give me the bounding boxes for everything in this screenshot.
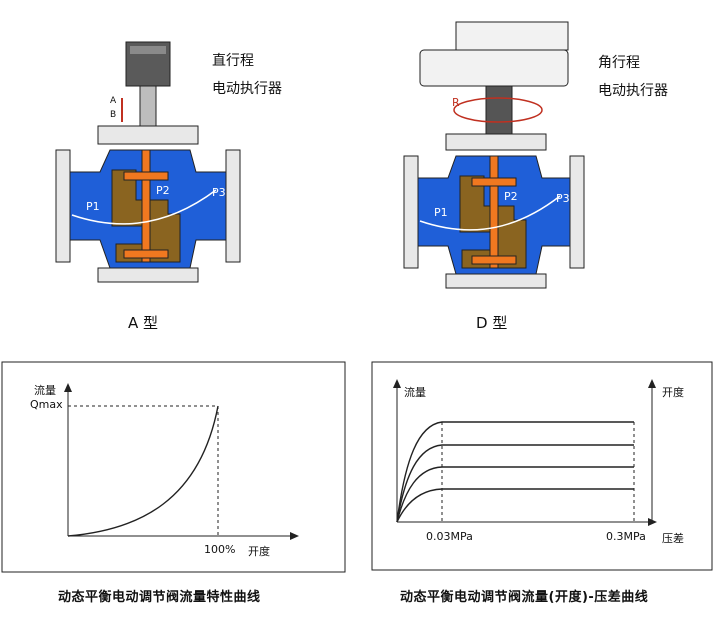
valve-a-port-p2: P2 [156, 184, 170, 197]
valve-a-type-caption: A 型 [128, 314, 159, 332]
valve-d-actuator-title-1: 角行程 [598, 55, 640, 71]
right-chart-caption: 动态平衡电动调节阀流量(开度)-压差曲线 [400, 590, 649, 605]
valve-d-bottom-cap [445, 273, 547, 289]
left-chart [1, 361, 346, 573]
valve-d-port-p1: P1 [434, 206, 448, 219]
rotation-arrow [453, 97, 543, 123]
valve-a-orange-plug-lower [123, 249, 169, 259]
valve-d-port-p3: P3 [556, 192, 570, 205]
valve-a-bonnet [97, 125, 199, 145]
valve-a-bottom-cap [97, 267, 199, 283]
valve-a-port-p3: P3 [212, 186, 226, 199]
right-curve-2 [396, 444, 634, 523]
valve-a-right-flange [225, 149, 241, 263]
left-x-arrow [290, 532, 299, 540]
left-chart-ylabel: 流量 [34, 384, 56, 397]
valve-d-orange-plug-lower [471, 255, 517, 265]
valve-a-orange-plug-upper [123, 171, 169, 181]
right-chart-frame [371, 361, 713, 571]
valve-d-type-caption: D 型 [476, 314, 508, 332]
valve-d-flow-line [419, 195, 561, 231]
left-chart-xlabel: 开度 [248, 545, 270, 558]
valve-a-left-flange [55, 149, 71, 263]
right-chart-ylabel-right: 开度 [662, 386, 684, 399]
right-y-arrow-left [393, 379, 401, 388]
valve-d-port-p2: P2 [504, 190, 518, 203]
right-y-arrow-right [648, 379, 656, 388]
right-curve-3 [396, 466, 634, 523]
left-y-arrow [64, 383, 72, 392]
valve-a-actuator-title-1: 直行程 [212, 53, 254, 69]
valve-d-diagram [403, 21, 585, 289]
valve-a-port-p1: P1 [86, 200, 100, 213]
left-flow-curve [67, 405, 219, 537]
rotary-actuator-body [419, 49, 569, 87]
right-chart [371, 361, 713, 571]
valve-d-orange-plug-upper [471, 177, 517, 187]
rotation-marker: R [452, 96, 460, 109]
stroke-marker-top: A [110, 96, 117, 106]
valve-d-bonnet [445, 133, 547, 151]
valve-a-orange-stem [141, 149, 151, 263]
right-chart-tick-03: 0.3MPa [606, 530, 646, 543]
left-chart-qmax: Qmax [30, 398, 63, 411]
valve-d-left-flange [403, 155, 419, 269]
right-curve-1 [396, 421, 634, 523]
valve-d-orange-stem [489, 155, 499, 269]
right-chart-ylabel-left: 流量 [404, 386, 426, 399]
actuator-highlight [130, 46, 166, 54]
stroke-marker-bottom: B [110, 110, 117, 120]
valve-d-actuator-title-2: 电动执行器 [598, 83, 668, 99]
right-curve-4 [396, 488, 634, 523]
left-chart-caption: 动态平衡电动调节阀流量特性曲线 [58, 590, 261, 605]
valve-d-right-flange [569, 155, 585, 269]
valve-a-flow-line [71, 189, 217, 225]
right-chart-tick-003: 0.03MPa [426, 530, 473, 543]
right-chart-xlabel: 压差 [662, 532, 684, 545]
rotary-coupling [485, 85, 513, 135]
actuator-stem-yoke [139, 85, 157, 127]
left-chart-frame [1, 361, 346, 573]
left-chart-100pct: 100% [204, 543, 236, 556]
valve-a-actuator-title-2: 电动执行器 [212, 81, 282, 97]
rotary-actuator-top [455, 21, 569, 51]
valve-a-diagram [55, 41, 241, 283]
